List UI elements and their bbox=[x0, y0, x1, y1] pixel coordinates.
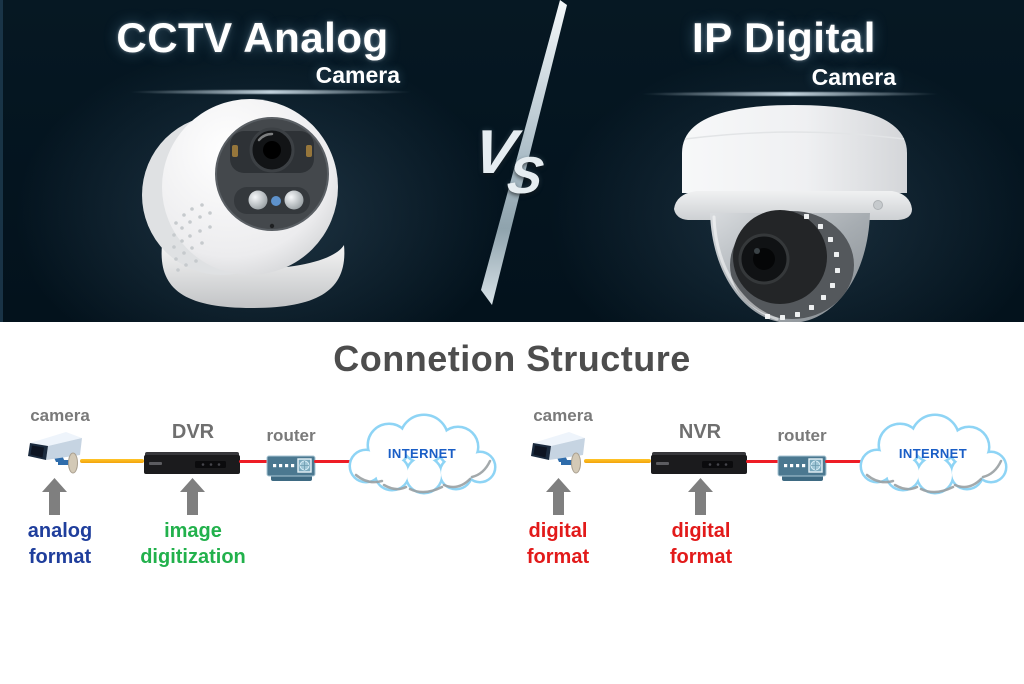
left-subtitle: Camera bbox=[315, 62, 400, 88]
left-camera-label: camera bbox=[30, 406, 90, 425]
section-heading: Connetion Structure bbox=[333, 338, 691, 379]
up-arrow-icon bbox=[180, 478, 205, 515]
internet-label-right: INTERNET bbox=[898, 446, 968, 461]
turret-camera-image bbox=[142, 99, 345, 308]
hero-banner: CCTV Analog Camera IP Digital Camera V S bbox=[0, 0, 1024, 323]
up-arrow-icon bbox=[688, 478, 713, 515]
left-edge-highlight bbox=[0, 0, 3, 322]
right-recorder-label: NVR bbox=[678, 421, 722, 443]
digital-cable-left-1 bbox=[239, 460, 270, 463]
right-title: IP Digital bbox=[692, 14, 876, 61]
digital-cable-right-2 bbox=[825, 460, 861, 463]
right-subtitle: Camera bbox=[811, 64, 896, 90]
up-arrow-icon bbox=[546, 478, 571, 515]
slash-divider-icon bbox=[481, 0, 567, 305]
dvr-icon bbox=[144, 452, 240, 474]
dome-camera-image bbox=[674, 105, 912, 323]
digital-cable-right-1 bbox=[746, 460, 779, 463]
right-camera-label: camera bbox=[533, 406, 593, 425]
light-streak-right bbox=[640, 92, 940, 96]
analog-cable-left bbox=[80, 459, 144, 463]
right-router-label: router bbox=[777, 426, 827, 445]
left-router-label: router bbox=[266, 426, 316, 445]
left-recorder-label: DVR bbox=[171, 421, 215, 443]
cable-right-camera bbox=[584, 459, 651, 463]
light-streak-left bbox=[128, 90, 413, 94]
internet-cloud-left bbox=[348, 413, 497, 495]
digital-format-annotation-camera: digital format bbox=[526, 520, 590, 568]
cctv-camera-icon bbox=[28, 432, 82, 474]
vs-letter-s: S bbox=[503, 147, 547, 205]
router-icon-left bbox=[266, 455, 316, 481]
analog-format-annotation: analog format bbox=[27, 520, 93, 568]
digital-cable-left-2 bbox=[314, 460, 350, 463]
internet-label-left: INTERNET bbox=[387, 446, 457, 461]
left-title: CCTV Analog bbox=[116, 14, 389, 61]
digital-format-annotation-recorder: digital format bbox=[669, 520, 733, 568]
internet-cloud-right bbox=[859, 413, 1008, 495]
nvr-icon bbox=[651, 452, 747, 474]
image-digitization-annotation: image digitization bbox=[140, 520, 246, 568]
connection-structure-section: Connetion Structure camera DVR router bbox=[0, 322, 1024, 684]
up-arrow-icon bbox=[42, 478, 67, 515]
router-icon-right bbox=[777, 455, 827, 481]
cctv-camera-icon bbox=[531, 432, 585, 474]
